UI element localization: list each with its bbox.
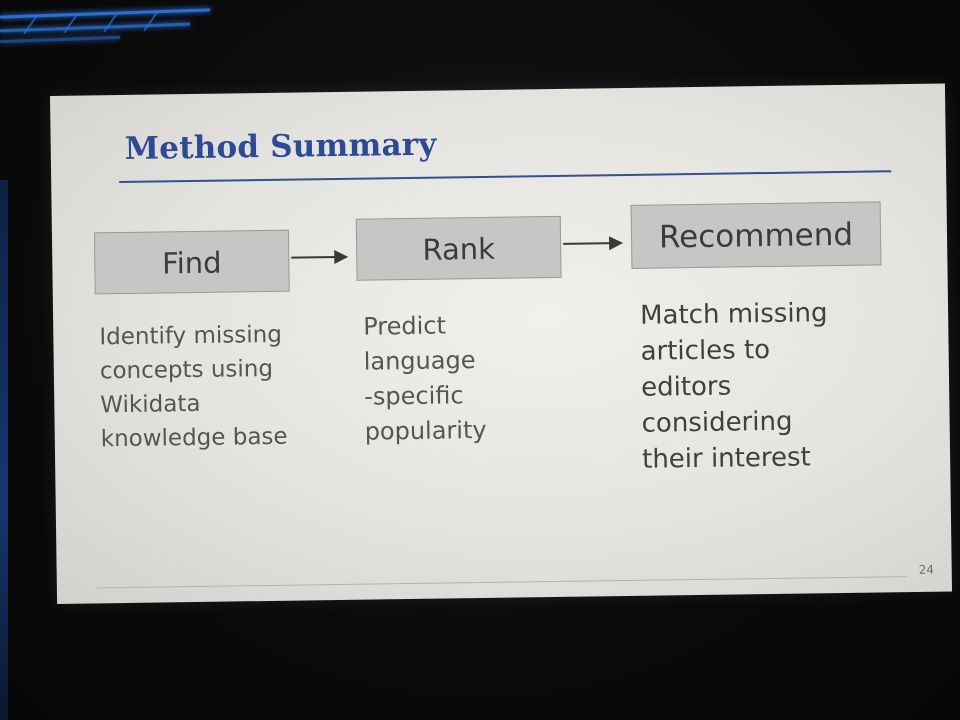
arrow-right-icon: [291, 255, 347, 259]
step-find-description: Identify missing concepts using Wikidata…: [99, 321, 288, 453]
step-rank-box: Rank: [355, 215, 562, 281]
stage-truss: [0, 0, 220, 50]
step-recommend-description: Match missing articles to editors consid…: [639, 298, 828, 475]
footer-rule: [96, 576, 907, 589]
title-underline: [119, 170, 892, 184]
step-rank-description: Predict language -specific popularity: [363, 311, 487, 446]
stage-light: [0, 180, 8, 720]
page-number: 24: [918, 562, 935, 577]
arrow-right-icon: [563, 242, 622, 245]
step-find-box: Find: [93, 229, 290, 295]
projected-slide: Method Summary Find Rank Recommend Ident…: [50, 83, 953, 604]
slide-title: Method Summary: [124, 126, 437, 167]
step-recommend-box: Recommend: [630, 201, 882, 269]
